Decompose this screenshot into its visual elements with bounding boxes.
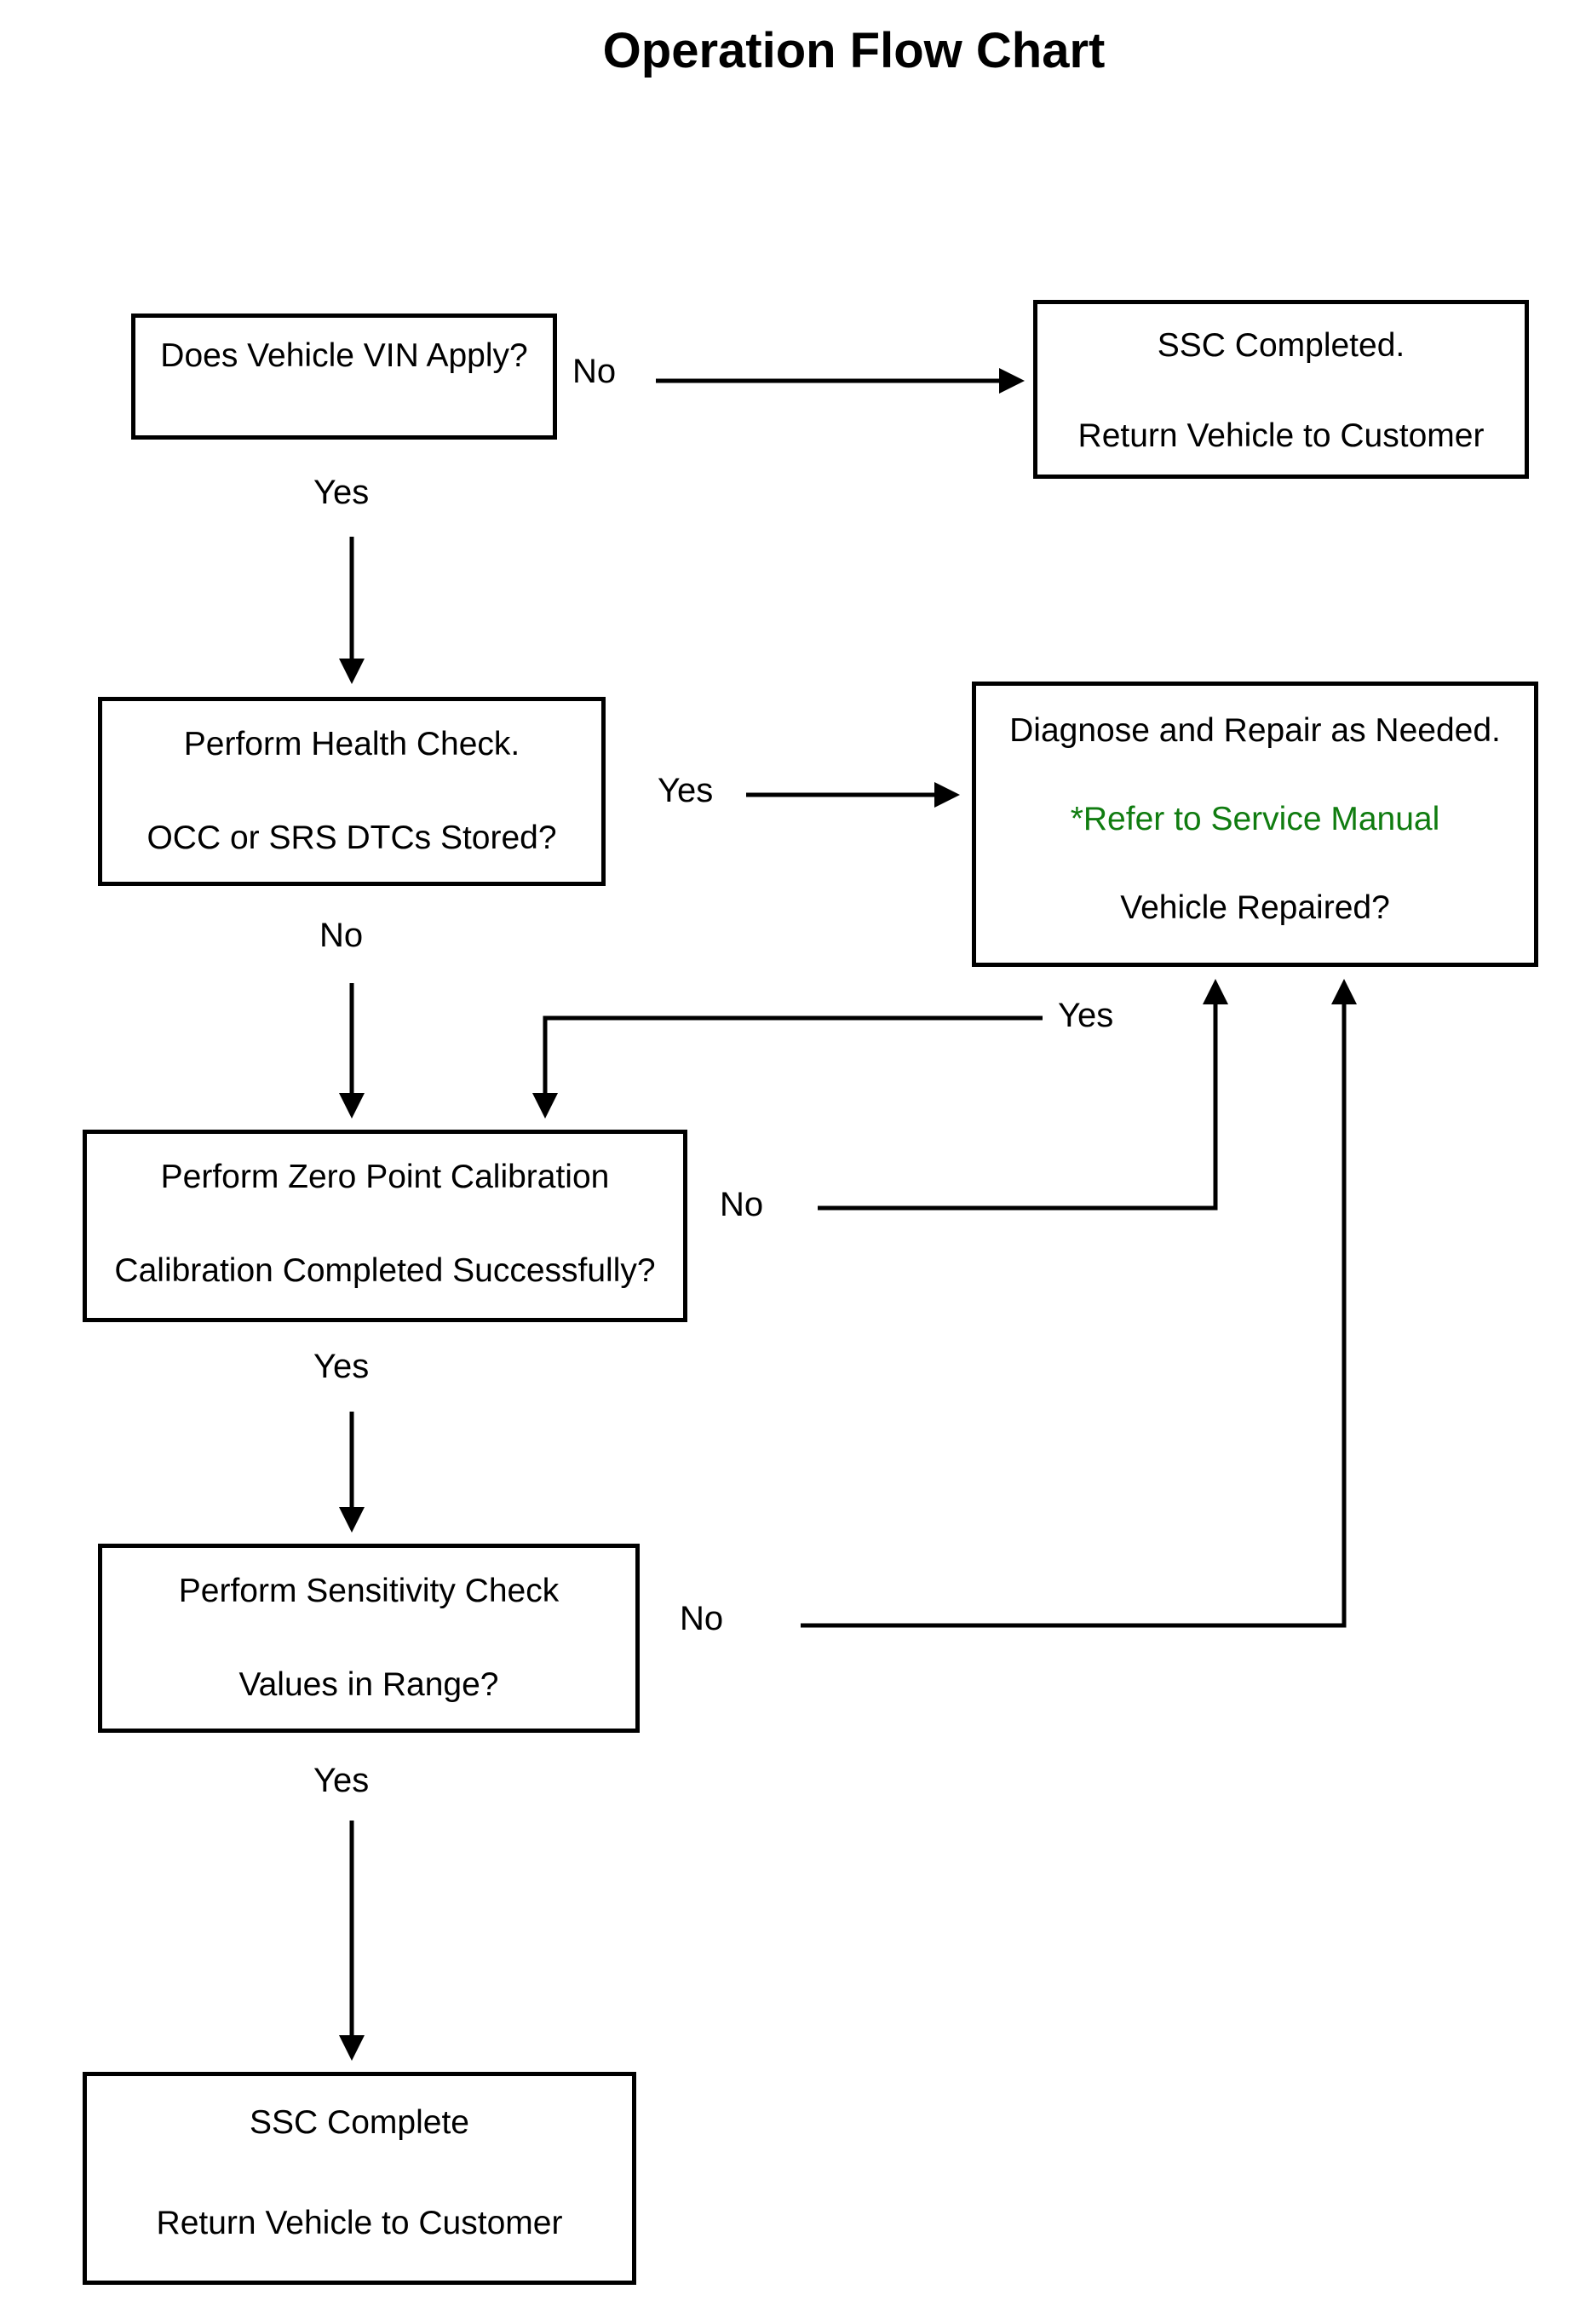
node-line: Return Vehicle to Customer <box>1077 417 1485 454</box>
node-zero-point-calibration: Perform Zero Point Calibration Calibrati… <box>83 1130 687 1322</box>
label-health-yes: Yes <box>658 772 714 809</box>
node-sensitivity-check: Perform Sensitivity Check Values in Rang… <box>98 1544 640 1733</box>
node-line-accent: *Refer to Service Manual <box>1070 801 1440 837</box>
label-vin-yes: Yes <box>313 474 370 511</box>
node-line: OCC or SRS DTCs Stored? <box>147 820 557 856</box>
node-line: SSC Completed. <box>1157 327 1405 364</box>
node-line: Perform Zero Point Calibration <box>160 1159 610 1195</box>
arrow-sensitivity-no-to-diagnose <box>801 979 1357 1628</box>
node-line: Perform Sensitivity Check <box>178 1573 560 1609</box>
label-repaired-yes: Yes <box>1058 997 1114 1034</box>
arrow-calibration-no-to-diagnose <box>818 979 1228 1211</box>
label-calibration-yes: Yes <box>313 1348 370 1385</box>
page-title: Operation Flow Chart <box>602 23 1106 78</box>
node-line: Perform Health Check. <box>183 726 520 762</box>
label-sensitivity-yes: Yes <box>313 1762 370 1799</box>
node-line: Diagnose and Repair as Needed. <box>1009 712 1501 749</box>
node-line: Values in Range? <box>238 1666 499 1703</box>
node-ssc-completed: SSC Completed. Return Vehicle to Custome… <box>1033 300 1529 479</box>
label-vin-no: No <box>572 353 617 390</box>
node-line: Calibration Completed Successfully? <box>114 1252 656 1289</box>
node-line: Return Vehicle to Customer <box>156 2205 563 2241</box>
label-sensitivity-no: No <box>680 1600 724 1637</box>
node-vin-check: Does Vehicle VIN Apply? <box>131 314 557 440</box>
node-line: Vehicle Repaired? <box>1120 889 1390 926</box>
node-line: SSC Complete <box>250 2104 469 2141</box>
node-line: Does Vehicle VIN Apply? <box>160 337 528 374</box>
label-health-no: No <box>319 917 364 954</box>
node-health-check: Perform Health Check. OCC or SRS DTCs St… <box>98 697 606 886</box>
arrow-repaired-yes-to-zero-point <box>532 1015 1043 1119</box>
node-ssc-complete: SSC Complete Return Vehicle to Customer <box>83 2072 636 2285</box>
node-diagnose-repair: Diagnose and Repair as Needed. *Refer to… <box>972 682 1538 967</box>
label-calibration-no: No <box>720 1186 764 1223</box>
